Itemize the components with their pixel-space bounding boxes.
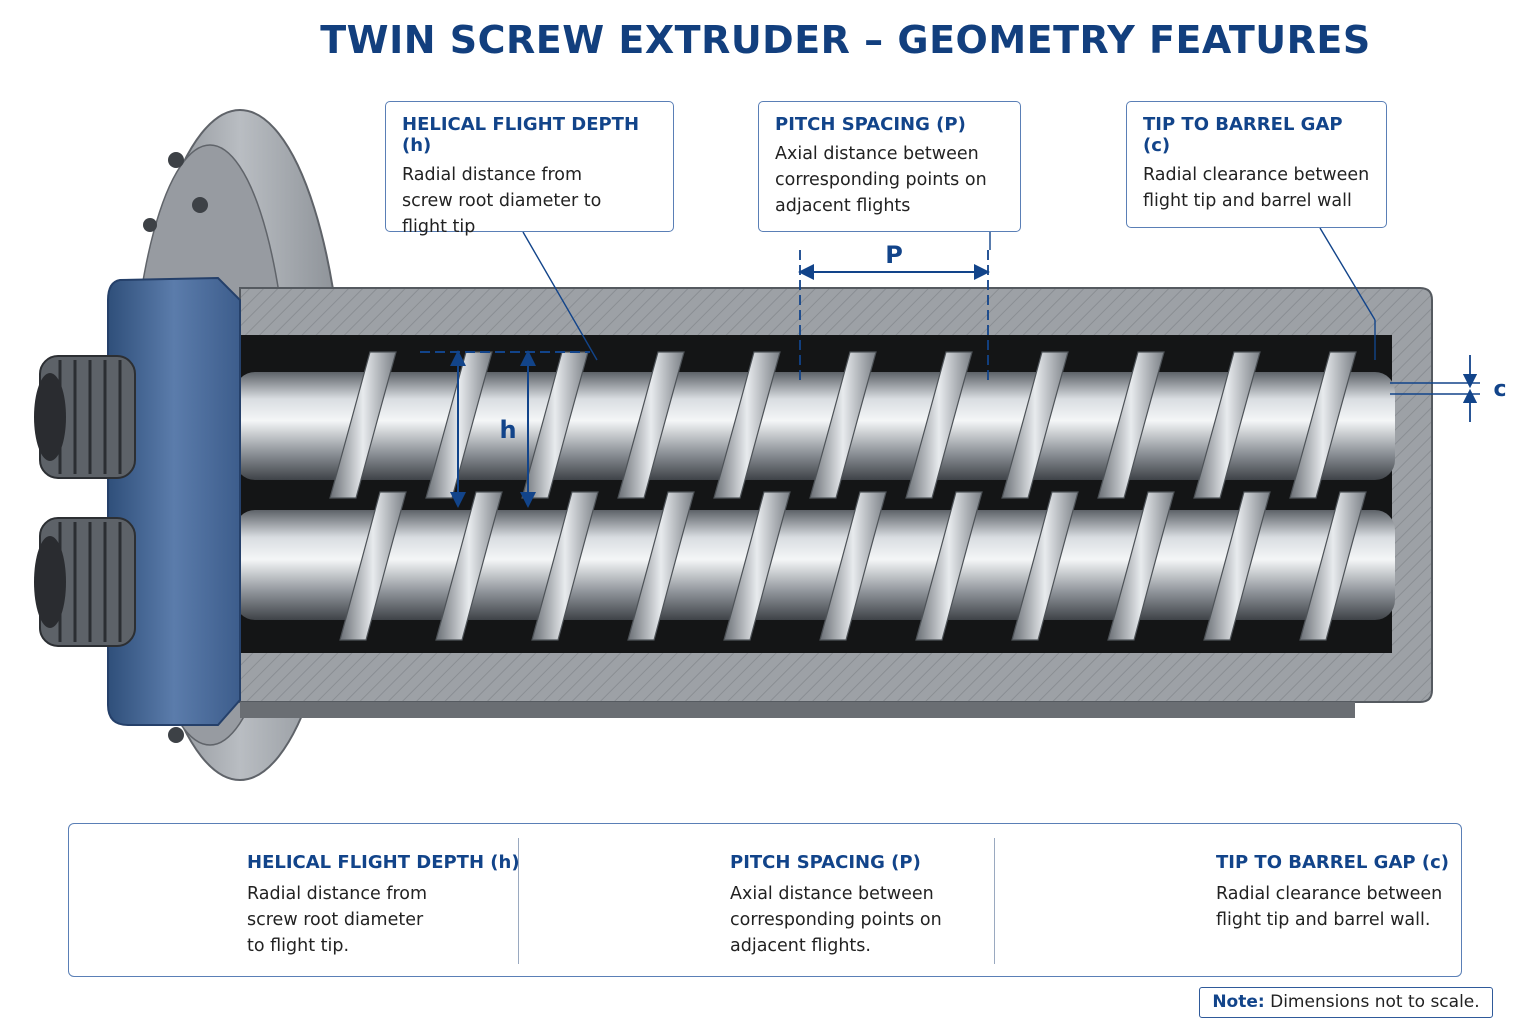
screw-flight bbox=[1107, 491, 1175, 641]
callout-pitch-spacing: PITCH SPACING (P) Axial distance between… bbox=[758, 101, 1021, 232]
screw-flight bbox=[915, 491, 983, 641]
screw-flight bbox=[1289, 351, 1357, 499]
panel-divider bbox=[994, 838, 995, 964]
lower-screw-flights bbox=[339, 491, 1367, 641]
callout-heading: PITCH SPACING (P) bbox=[775, 114, 966, 135]
p-dimension-label: P bbox=[885, 241, 903, 269]
c-dimension-label: c bbox=[1493, 377, 1506, 402]
callout-heading: HELICAL FLIGHT DEPTH (h) bbox=[402, 114, 640, 156]
screw-flight bbox=[723, 491, 791, 641]
pitch-dimension: P bbox=[798, 241, 990, 385]
drive-housing bbox=[107, 276, 241, 726]
gap-dimension: c bbox=[1374, 320, 1507, 422]
screw-flight bbox=[1203, 491, 1271, 641]
screw-flight bbox=[339, 491, 407, 641]
screw-flight bbox=[617, 351, 685, 499]
screw-flight bbox=[905, 351, 973, 499]
legend-heading: HELICAL FLIGHT DEPTH (h) bbox=[247, 852, 520, 873]
screw-flight bbox=[1011, 491, 1079, 641]
h-dimension-label: h bbox=[499, 416, 516, 444]
screw-flight bbox=[531, 491, 599, 641]
callout-leaders bbox=[522, 227, 1376, 361]
legend-heading: TIP TO BARREL GAP (c) bbox=[1216, 852, 1449, 873]
legend-pitch-spacing: PITCH SPACING (P) Axial distance between… bbox=[730, 852, 942, 959]
legend-heading: PITCH SPACING (P) bbox=[730, 852, 921, 873]
screw-flight bbox=[329, 351, 397, 499]
legend-barrel-gap: TIP TO BARREL GAP (c) Radial clearance b… bbox=[1216, 852, 1449, 933]
callout-heading: TIP TO BARREL GAP (c) bbox=[1143, 114, 1343, 156]
panel-divider bbox=[518, 838, 519, 964]
legend-flight-depth: HELICAL FLIGHT DEPTH (h) Radial distance… bbox=[247, 852, 520, 959]
callout-barrel-gap: TIP TO BARREL GAP (c) Radial clearance b… bbox=[1126, 101, 1387, 228]
screw-flight bbox=[1299, 491, 1367, 641]
screw-flight bbox=[435, 491, 503, 641]
flight-depth-dimension: h bbox=[420, 350, 590, 508]
screw-flight bbox=[1193, 351, 1261, 499]
screw-flight bbox=[713, 351, 781, 499]
screw-flight bbox=[627, 491, 695, 641]
callout-flight-depth: HELICAL FLIGHT DEPTH (h) Radial distance… bbox=[385, 101, 674, 237]
screw-flight bbox=[1001, 351, 1069, 499]
screw-flight bbox=[1097, 351, 1165, 499]
page-title: TWIN SCREW EXTRUDER – GEOMETRY FEATURES bbox=[320, 18, 1371, 62]
screw-flight bbox=[809, 351, 877, 499]
scale-note: Note: Dimensions not to scale. bbox=[1199, 987, 1493, 1018]
shaft-couplings bbox=[34, 355, 136, 647]
lower-screw-shaft bbox=[235, 510, 1395, 620]
screw-flight bbox=[819, 491, 887, 641]
legend-panel: HELICAL FLIGHT DEPTH (h) Radial distance… bbox=[68, 823, 1462, 977]
